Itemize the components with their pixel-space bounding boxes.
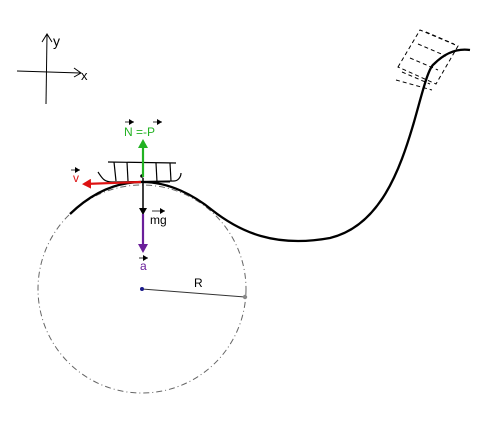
y-axis-line (45, 34, 48, 105)
radius-label: R (194, 276, 203, 290)
acceleration-label: a (140, 259, 147, 273)
radius-end-point (242, 294, 248, 300)
x-axis-label: x (81, 68, 88, 83)
velocity-label: v (73, 171, 79, 185)
sled-at-start (395, 29, 459, 91)
x-axis-arrowhead (73, 67, 82, 78)
x-axis-line (16, 70, 81, 74)
sled-at-top (97, 161, 182, 183)
track-curve (69, 48, 471, 243)
gravity-label: mg (150, 213, 167, 227)
coordinate-axes: x y (16, 33, 88, 105)
velocity-vector (82, 178, 142, 189)
y-axis-arrowhead (41, 33, 53, 43)
y-axis-label: y (53, 33, 60, 49)
radius-line (141, 288, 246, 298)
reference-circle (37, 184, 247, 394)
circle-center-point (140, 287, 144, 291)
normal-force-label: N =-P (124, 125, 155, 139)
